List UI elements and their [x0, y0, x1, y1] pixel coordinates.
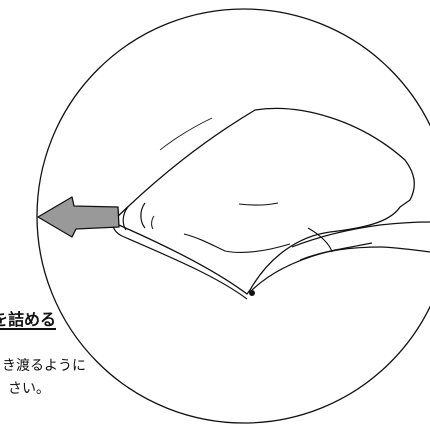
motion-mark-2	[140, 202, 146, 229]
motion-mark-1	[122, 206, 129, 231]
fold-line-3	[159, 117, 213, 151]
instruction-heading: を詰める	[0, 310, 57, 329]
magnifier-circle	[36, 8, 430, 424]
pillow-bag-seam	[111, 221, 248, 300]
pillow-bag-outline	[111, 107, 415, 295]
fold-line-1	[238, 202, 279, 206]
instruction-text-line-1: き渡るように	[2, 358, 86, 374]
direction-arrow-icon	[37, 196, 120, 238]
zipper-pull-icon	[249, 290, 255, 296]
fold-line-2	[183, 233, 291, 253]
hand-strap-inner	[307, 227, 333, 253]
hand-strap-lower	[299, 246, 430, 261]
hand-strap-upper	[291, 221, 430, 248]
instruction-text-line-2: さい。	[8, 381, 50, 397]
motion-mark-3	[151, 215, 155, 230]
